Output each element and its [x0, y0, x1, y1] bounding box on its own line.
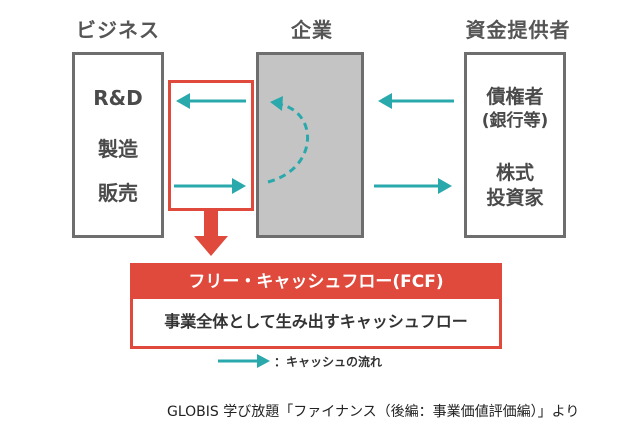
- company-box: [256, 52, 364, 238]
- creditors-sublabel: (銀行等): [481, 111, 549, 131]
- legend-label: ：キャッシュの流れ: [274, 355, 383, 369]
- arrow-from-creditors: [378, 93, 454, 109]
- business-heading: ビジネス: [76, 18, 160, 42]
- flow-highlight-box: [168, 80, 254, 211]
- shareholders-label: 株式: [495, 162, 534, 184]
- red-down-arrow-icon: [194, 210, 228, 256]
- business-item-rd: R&D: [93, 86, 143, 110]
- shareholders-sublabel: 投資家: [486, 187, 544, 209]
- arrow-to-rd: [176, 93, 246, 109]
- providers-heading: 資金提供者: [465, 18, 571, 42]
- business-item-manufacturing: 製造: [98, 137, 138, 161]
- company-heading: 企業: [291, 18, 333, 42]
- business-box: [72, 52, 164, 238]
- fcf-box: フリー・キャッシュフロー(FCF) 事業全体として生み出すキャッシュフロー: [130, 263, 502, 349]
- fcf-description: 事業全体として生み出すキャッシュフロー: [164, 312, 468, 331]
- creditors-label: 債権者: [486, 86, 544, 108]
- business-item-sales: 販売: [98, 181, 138, 205]
- fcf-title: フリー・キャッシュフロー(FCF): [133, 266, 499, 299]
- arrow-from-sales: [174, 178, 246, 194]
- arrow-to-shareholders: [374, 178, 452, 194]
- source-caption: GLOBIS 学び放題「ファイナンス（後編：事業価値評価編）」より: [167, 404, 580, 420]
- reinvestment-dashed-arrow: [267, 96, 310, 184]
- providers-box: [464, 52, 566, 238]
- teal-arrow-icon: [218, 354, 270, 368]
